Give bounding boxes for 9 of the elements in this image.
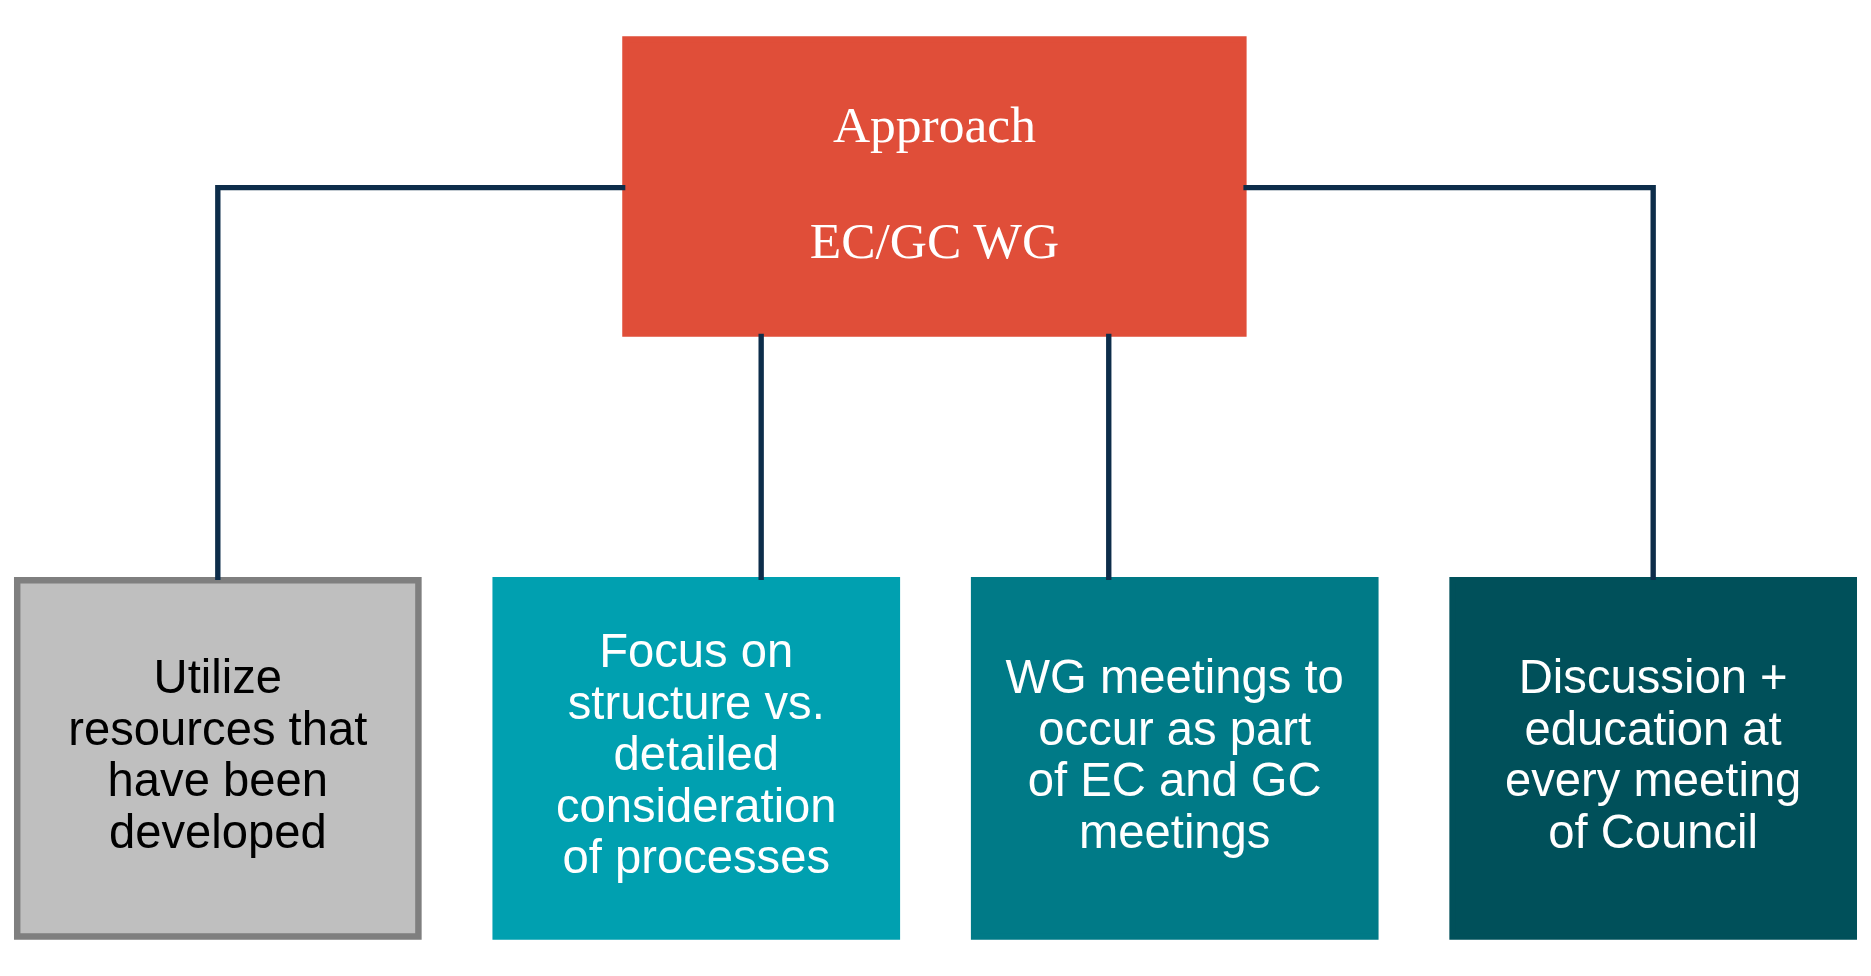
connector [215, 184, 626, 581]
connector [1243, 184, 1656, 581]
node-box: Approach EC/GC WG [622, 36, 1247, 337]
connector [758, 333, 764, 580]
connector [1106, 333, 1112, 580]
node-box: Focus on structure vs. detailed consideration of processes [492, 577, 901, 940]
node-box: Discussion + education at every meeting of Council [1449, 577, 1857, 940]
node-box: WG meetings to occur as part of EC and GC meetings [970, 577, 1379, 940]
node-box: Utilize resources that have been developed [14, 577, 422, 940]
